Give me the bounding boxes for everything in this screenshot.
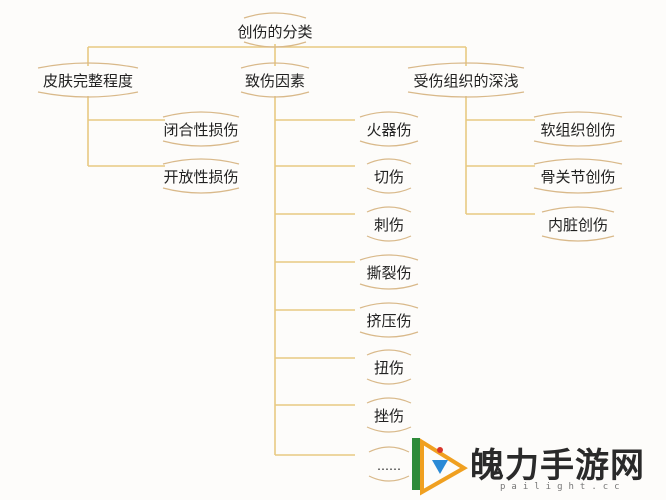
- node-bracket-bottom: [240, 91, 310, 98]
- leaf-bone-joint-wound: 骨关节创伤: [540, 168, 615, 186]
- node-bracket-bottom: [366, 426, 412, 433]
- node-bracket-top: [366, 206, 412, 213]
- node-bracket-bottom: [533, 140, 623, 147]
- leaf-more-ellipsis: ……: [377, 459, 401, 473]
- leaf-contusion: 挫伤: [374, 407, 404, 425]
- leaf-closed-injury: 闭合性损伤: [163, 121, 238, 139]
- node-bracket-bottom: [366, 187, 412, 194]
- node-bracket-top: [533, 111, 623, 118]
- category-injury-cause: 致伤因素: [245, 72, 305, 90]
- node-bracket-top: [37, 62, 139, 69]
- node-bracket-top: [368, 446, 410, 453]
- leaf-soft-tissue-wound: 软组织创伤: [540, 121, 615, 139]
- leaf-visceral-wound: 内脏创伤: [548, 216, 608, 234]
- logo-green-bar: [412, 438, 420, 490]
- leaf-stab-injury: 刺伤: [374, 216, 404, 234]
- leaf-open-injury: 开放性损伤: [163, 168, 238, 186]
- leaf-cut-injury: 切伤: [374, 168, 404, 186]
- node-bracket-top: [243, 12, 307, 19]
- logo-orange-chevron: [420, 438, 468, 496]
- node-bracket-bottom: [366, 378, 412, 385]
- node-bracket-bottom: [243, 41, 307, 48]
- node-brackets: [37, 12, 623, 482]
- node-bracket-bottom: [37, 91, 139, 98]
- logo-blue-triangle: [432, 460, 448, 474]
- leaf-crush-injury: 挤压伤: [366, 312, 411, 330]
- node-bracket-top: [240, 62, 310, 69]
- node-bracket-top: [162, 158, 240, 165]
- node-bracket-bottom: [359, 283, 419, 290]
- connector-lines: [87, 44, 535, 456]
- node-bracket-bottom: [162, 140, 240, 147]
- node-bracket-top: [359, 111, 419, 118]
- leaf-laceration: 撕裂伤: [366, 264, 411, 282]
- node-bracket-top: [162, 111, 240, 118]
- node-bracket-bottom: [359, 140, 419, 147]
- node-bracket-top: [359, 302, 419, 309]
- watermark: 魄力手游网 pailight.cc: [408, 430, 666, 500]
- node-bracket-bottom: [533, 187, 623, 194]
- category-skin-integrity: 皮肤完整程度: [43, 72, 133, 90]
- category-tissue-depth: 受伤组织的深浅: [413, 72, 518, 90]
- node-bracket-bottom: [368, 475, 410, 482]
- root-node-label: 创伤的分类: [237, 23, 312, 41]
- node-bracket-bottom: [541, 235, 615, 242]
- node-bracket-bottom: [359, 331, 419, 338]
- node-bracket-top: [407, 62, 525, 69]
- node-bracket-top: [366, 349, 412, 356]
- leaf-sprain: 扭伤: [374, 359, 404, 377]
- node-bracket-bottom: [162, 187, 240, 194]
- logo-red-dot: [437, 447, 443, 453]
- node-bracket-top: [366, 397, 412, 404]
- node-bracket-top: [541, 206, 615, 213]
- node-bracket-top: [366, 158, 412, 165]
- node-bracket-bottom: [407, 91, 525, 98]
- watermark-text: 魄力手游网: [470, 446, 645, 486]
- node-bracket-top: [533, 158, 623, 165]
- watermark-logo-icon: [412, 438, 468, 496]
- node-bracket-top: [359, 254, 419, 261]
- node-bracket-bottom: [366, 235, 412, 242]
- leaf-firearm-injury: 火器伤: [366, 121, 411, 139]
- watermark-url: pailight.cc: [500, 482, 626, 492]
